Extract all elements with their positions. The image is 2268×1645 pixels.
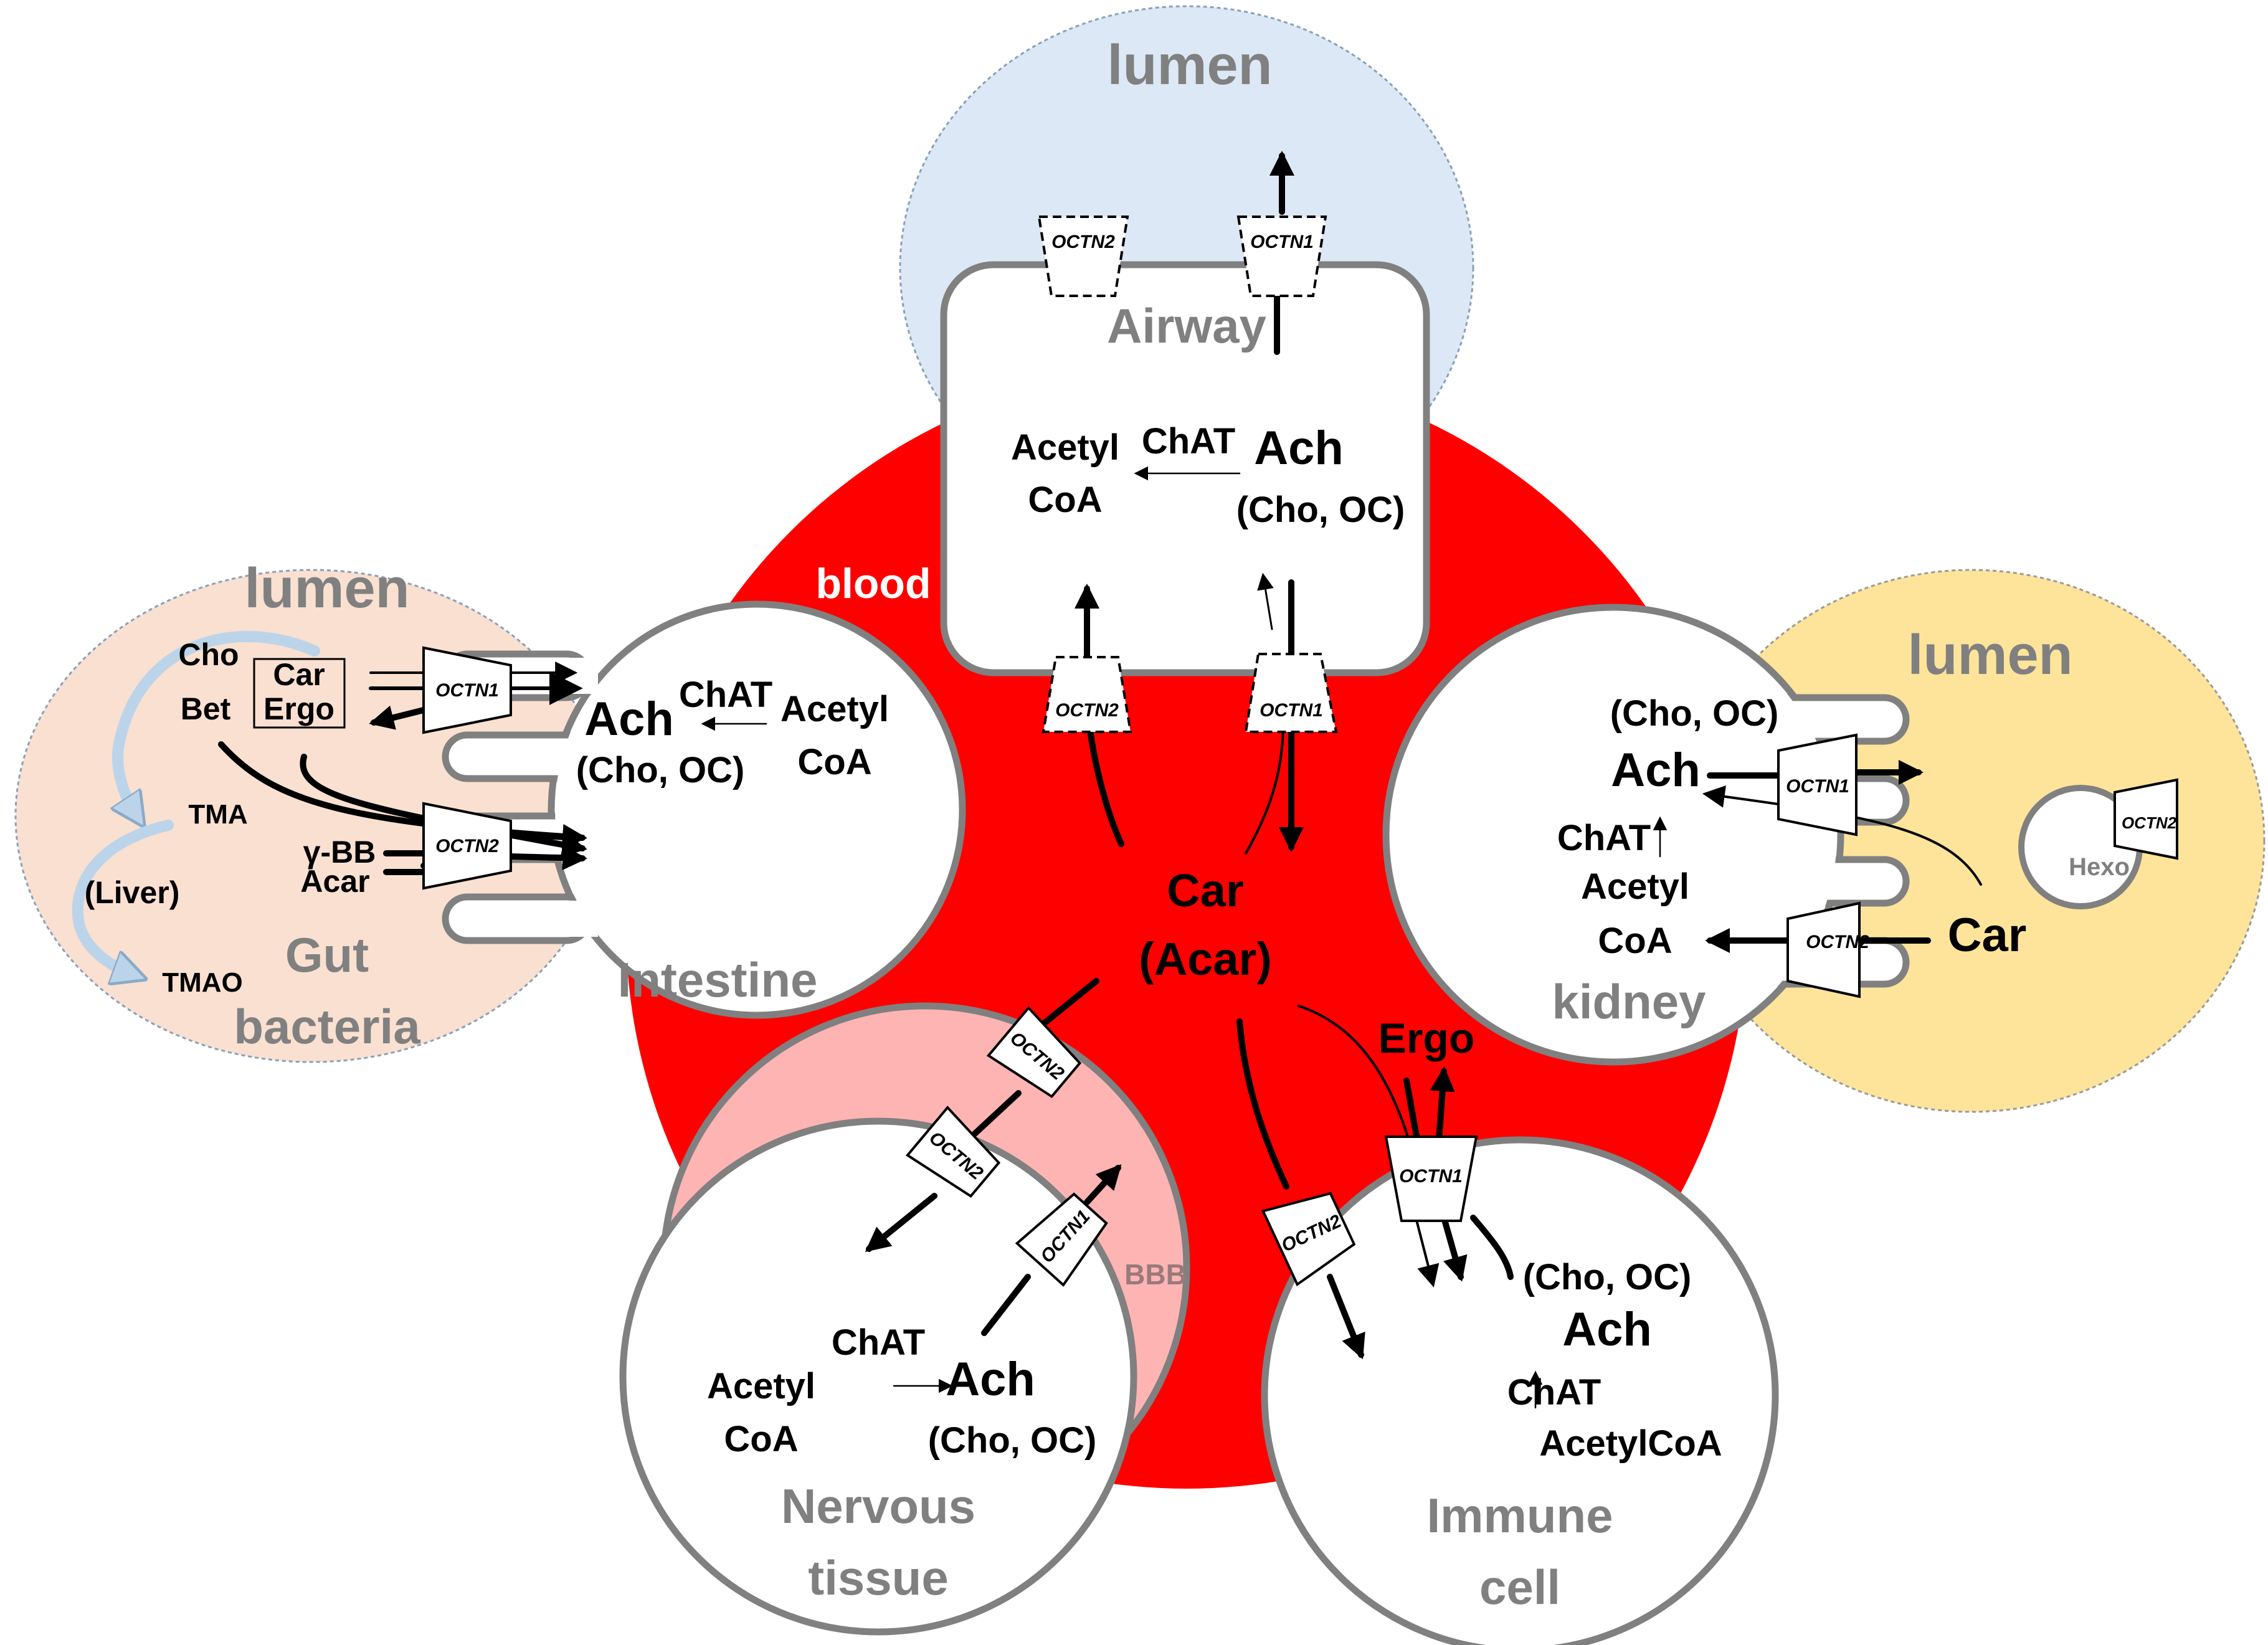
svg-text:OCTN1: OCTN1 [435, 680, 499, 701]
blood-label: blood [815, 560, 931, 607]
airway-cho-oc: (Cho, OC) [1236, 490, 1405, 530]
ergo-label: Ergo [1378, 1015, 1475, 1062]
nervous-coa: CoA [724, 1419, 798, 1459]
airway-basolateral-octn1[interactable]: OCTN1 [1244, 653, 1338, 733]
immune-octn1[interactable]: OCTN1 [1384, 1135, 1478, 1222]
airway-apical-octn1[interactable]: OCTN1 [1236, 216, 1327, 297]
car-ergo-box [253, 658, 346, 729]
nervous-acetyl: Acetyl [707, 1366, 815, 1406]
immune-cho-oc: (Cho, OC) [1523, 1257, 1692, 1297]
gut-cho: Cho [178, 637, 239, 672]
gut-car: Car [273, 657, 325, 692]
immune-octn2[interactable]: OCTN2 [1261, 1182, 1360, 1287]
gut-ergo: Ergo [263, 691, 335, 726]
svg-text:OCTN2: OCTN2 [1051, 232, 1115, 252]
airway-basolateral-octn2[interactable]: OCTN2 [1041, 656, 1132, 733]
gut-bacteria-label-line1: Gut [285, 927, 369, 982]
intestine-chat: ChAT [679, 675, 772, 715]
kidney-octn1[interactable]: OCTN1 [1777, 733, 1858, 837]
nervous-ach: Ach [946, 1353, 1035, 1406]
airway-apical-octn2[interactable]: OCTN2 [1037, 216, 1129, 297]
immune-acetylcoa: AcetylCoA [1539, 1423, 1722, 1464]
bbb-label: BBB [1124, 1258, 1187, 1291]
immune-chat: ChAT [1507, 1372, 1601, 1413]
intestine-cho-oc: (Cho, OC) [576, 750, 745, 790]
kidney-label: kidney [1552, 974, 1706, 1029]
kidney-octn2[interactable]: OCTN2 [1786, 901, 1869, 998]
gut-tma: TMA [188, 799, 247, 830]
immune-label-line1: Immune [1426, 1488, 1613, 1543]
gut-bacteria-label-line2: bacteria [234, 999, 420, 1054]
bbb-octn2-inner[interactable]: OCTN2 [905, 1106, 1005, 1203]
nervous-chat: ChAT [832, 1322, 925, 1363]
airway-cell [940, 261, 1430, 676]
gut-tmao: TMAO [162, 967, 243, 998]
nervous-label-line1: Nervous [781, 1479, 975, 1534]
svg-text:OCTN2: OCTN2 [1055, 700, 1119, 721]
nervous-cho-oc: (Cho, OC) [928, 1420, 1097, 1461]
kidney-chat: ChAT [1557, 818, 1651, 858]
gut-bet: Bet [181, 691, 231, 726]
kidney-car: Car [1948, 909, 2027, 962]
intestine-label: Intestine [618, 952, 818, 1007]
gut-metabolism-arrows [72, 630, 320, 975]
kidney-coa: CoA [1598, 921, 1672, 961]
gut-gbb: γ-BB [303, 835, 376, 870]
immune-label-line2: cell [1479, 1560, 1560, 1614]
hexo-label: Hexo [2069, 853, 2130, 881]
immune-ach: Ach [1562, 1303, 1652, 1356]
blood-acar-label: (Acar) [1139, 933, 1272, 985]
intestine-octn2[interactable]: OCTN2 [422, 802, 512, 890]
airway-label: Airway [1107, 298, 1266, 353]
intestine-ach: Ach [584, 693, 674, 746]
kidney-lumen-label: lumen [1907, 624, 2072, 686]
intestine-octn1[interactable]: OCTN1 [422, 646, 512, 734]
nervous-label-line2: tissue [808, 1550, 948, 1605]
blood-car-label: Car [1167, 865, 1243, 916]
kidney-ach: Ach [1611, 744, 1701, 797]
airway-acetyl: Acetyl [1011, 427, 1119, 468]
hexo-octn2[interactable]: OCTN2 [2114, 778, 2178, 860]
svg-text:OCTN1: OCTN1 [1399, 1166, 1463, 1187]
intestine-acetyl: Acetyl [781, 689, 889, 729]
intestine-coa: CoA [797, 742, 871, 782]
svg-text:OCTN1: OCTN1 [1250, 232, 1314, 252]
svg-text:OCTN1: OCTN1 [1260, 700, 1323, 721]
svg-text:OCTN2: OCTN2 [435, 836, 499, 856]
gut-liver: (Liver) [85, 875, 180, 910]
immune-cell [1261, 1136, 1779, 1645]
airway-chat: ChAT [1142, 421, 1235, 462]
nervous-tissue-cell [619, 1117, 1137, 1636]
svg-text:OCTN1: OCTN1 [1786, 776, 1849, 797]
svg-text:OCTN2: OCTN2 [1806, 932, 1869, 952]
kidney-cho-oc: (Cho, OC) [1610, 693, 1779, 734]
airway-ach: Ach [1254, 422, 1344, 475]
kidney-acetyl: Acetyl [1581, 866, 1689, 907]
airway-coa: CoA [1028, 480, 1102, 520]
svg-text:OCTN2: OCTN2 [2122, 813, 2177, 832]
airway-lumen-label: lumen [1107, 34, 1272, 97]
gut-lumen-label: lumen [244, 557, 409, 620]
gut-acar: Acar [300, 864, 369, 899]
